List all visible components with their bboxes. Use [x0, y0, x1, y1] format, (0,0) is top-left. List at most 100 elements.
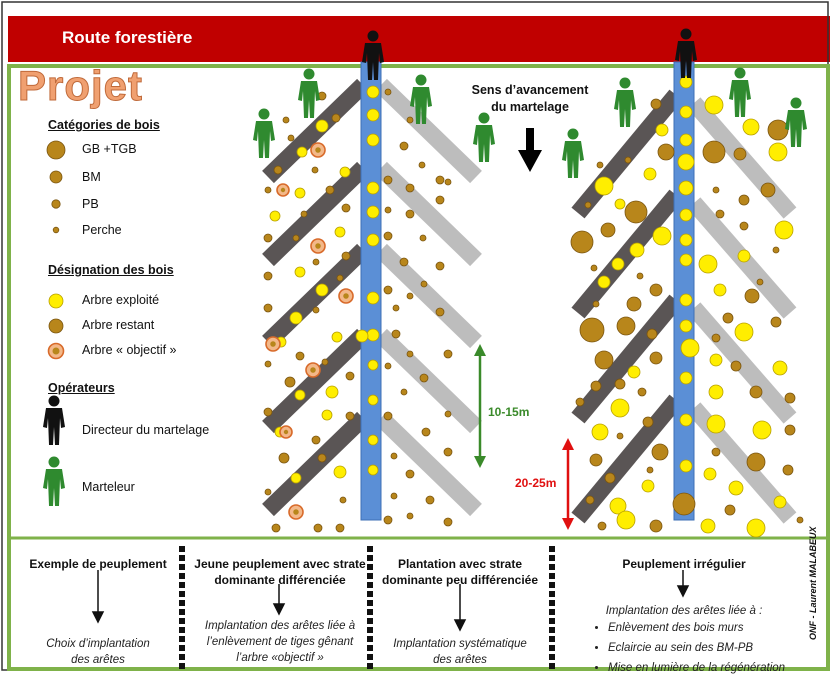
marteleur-icon: [785, 97, 807, 147]
exploited-tree: [366, 291, 380, 305]
remaining-tree: [782, 464, 794, 476]
remaining-tree: [646, 328, 658, 340]
column-3-desc: Implantation systématique des arêtes: [393, 638, 527, 666]
exploited-tree: [708, 384, 724, 400]
remaining-tree: [312, 258, 320, 266]
remaining-tree: [311, 166, 319, 174]
exploited-tree: [728, 480, 744, 496]
skid-trail: [687, 302, 797, 424]
separator-dash: [549, 627, 555, 633]
legend-marteleur-icon: [43, 456, 65, 506]
bottom-arrows: [91, 570, 690, 632]
legend-bm-symbol: [49, 170, 63, 184]
separator-dash: [367, 573, 373, 579]
remaining-tree: [711, 333, 721, 343]
separator-dash: [549, 645, 555, 651]
exploited-tree: [773, 495, 787, 509]
exploited-tree: [321, 409, 333, 421]
remaining-tree: [443, 349, 453, 359]
remaining-tree: [575, 397, 585, 407]
column-4-title: Peuplement irrégulier: [622, 557, 746, 571]
remaining-tree: [614, 378, 626, 390]
remaining-tree: [746, 452, 766, 472]
exploited-tree: [742, 118, 760, 136]
exploited-tree: [709, 353, 723, 367]
remaining-tree: [384, 206, 392, 214]
exploited-tree: [367, 359, 379, 371]
designation-title: Désignation des bois: [48, 263, 174, 277]
legend-symbols: [43, 140, 66, 506]
exploited-tree: [678, 180, 694, 196]
objective-tree-core: [343, 293, 349, 299]
skid-trail: [571, 189, 683, 319]
remaining-tree: [383, 515, 393, 525]
skid-trail: [262, 411, 369, 517]
direction-line2: du martelage: [491, 100, 569, 114]
remaining-tree: [760, 182, 776, 198]
separator-dash: [549, 663, 555, 669]
exploited-tree: [294, 266, 306, 278]
remaining-tree: [672, 492, 696, 516]
remaining-tree: [443, 447, 453, 457]
remaining-tree: [722, 312, 734, 324]
remaining-tree: [756, 278, 764, 286]
exploited-tree: [768, 142, 788, 162]
separator-dash: [367, 636, 373, 642]
separator-dash: [179, 663, 185, 669]
exploited-tree: [652, 226, 672, 246]
remaining-tree: [263, 303, 273, 313]
exploited-tree: [737, 249, 751, 263]
exploited-tree: [290, 472, 302, 484]
remaining-tree: [724, 504, 736, 516]
remaining-tree: [406, 116, 414, 124]
objective-tree-core: [315, 243, 321, 249]
exploited-tree: [367, 434, 379, 446]
separator-dash: [549, 582, 555, 588]
remaining-tree: [444, 178, 452, 186]
marteleur-icon: [562, 128, 584, 178]
exploited-tree: [609, 497, 627, 515]
separator-dash: [179, 591, 185, 597]
column-2-title: Jeune peuplement avec strate dominante d…: [194, 557, 366, 587]
skid-trail: [375, 78, 482, 184]
separator-dash: [549, 600, 555, 606]
exploited-tree: [734, 322, 754, 342]
exploited-tree: [366, 133, 380, 147]
remaining-tree: [399, 257, 409, 267]
remaining-tree: [390, 492, 398, 500]
separator-dash: [179, 555, 185, 561]
remaining-tree: [711, 447, 721, 457]
remaining-tree: [579, 317, 605, 343]
remaining-tree: [570, 230, 594, 254]
exploited-tree: [591, 423, 609, 441]
category-bm: BM: [82, 170, 101, 184]
skid-trail: [375, 328, 482, 434]
separator-dash: [367, 654, 373, 660]
remaining-tree: [649, 283, 663, 297]
remaining-tree: [600, 222, 616, 238]
remaining-tree: [749, 385, 763, 399]
remaining-tree: [435, 261, 445, 271]
objective-tree-core: [283, 429, 289, 435]
category-perche: Perche: [82, 223, 122, 237]
remaining-tree: [712, 186, 720, 194]
trees: [263, 75, 804, 538]
remaining-tree: [383, 411, 393, 421]
exploited-tree: [698, 254, 718, 274]
remaining-tree: [406, 350, 414, 358]
remaining-tree: [651, 443, 669, 461]
exploited-tree: [614, 198, 626, 210]
separator-dash: [179, 600, 185, 606]
separator-dash: [367, 663, 373, 669]
remaining-tree: [702, 140, 726, 164]
separator-dash: [367, 582, 373, 588]
marteleur-icon: [298, 68, 320, 118]
objective-tree-core: [293, 509, 299, 515]
remaining-tree: [419, 373, 429, 383]
red-dimension-arrow: [562, 438, 574, 530]
separator-dash: [367, 609, 373, 615]
separator-dash: [367, 618, 373, 624]
skid-trail: [571, 394, 683, 524]
remaining-tree: [585, 495, 595, 505]
remaining-tree: [597, 521, 607, 531]
